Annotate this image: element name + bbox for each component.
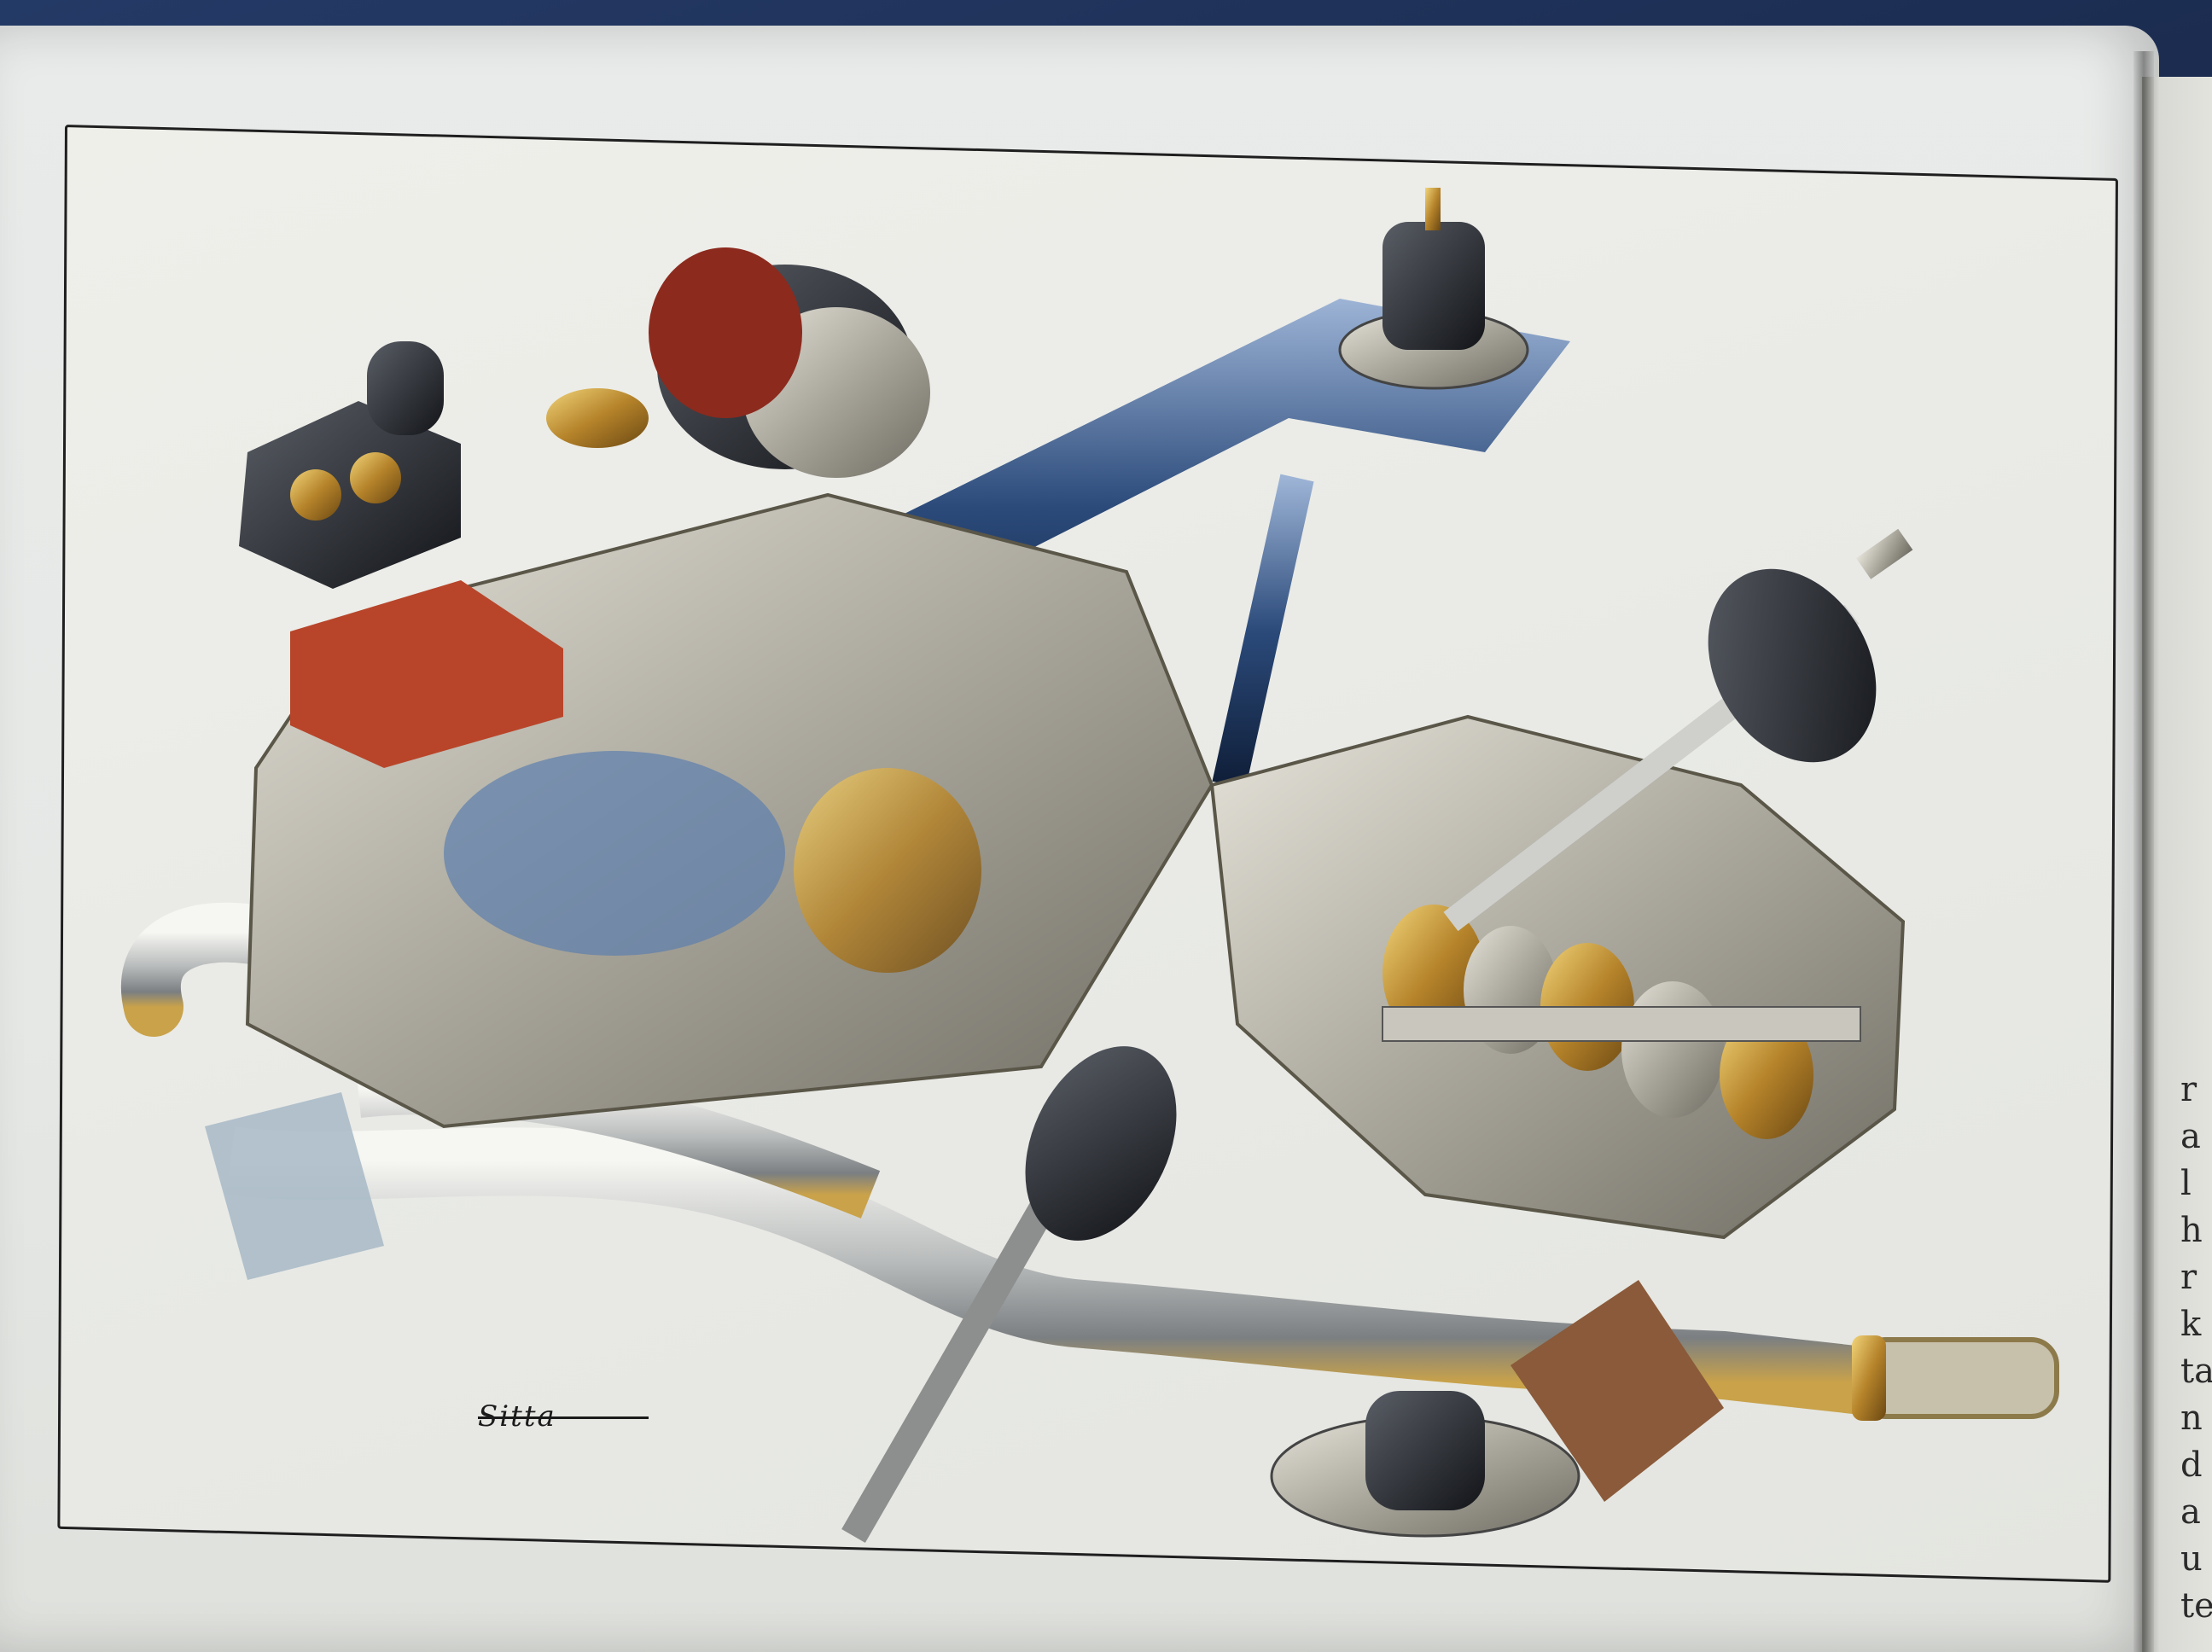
engine-cutaway-illustration [121,188,2059,1543]
artist-signature: Sitta [478,1399,556,1434]
signature-underline [478,1416,649,1419]
exhaust-pipe-lower [225,1126,1882,1416]
gear-cluster [1382,905,1861,1139]
facing-page [2142,77,2212,1652]
book-gutter [2133,51,2154,1652]
carburetor-red-base [290,580,563,768]
facing-page-text: r a l h r k ta n d a u te [2180,1070,2212,1626]
air-filter [239,401,461,589]
